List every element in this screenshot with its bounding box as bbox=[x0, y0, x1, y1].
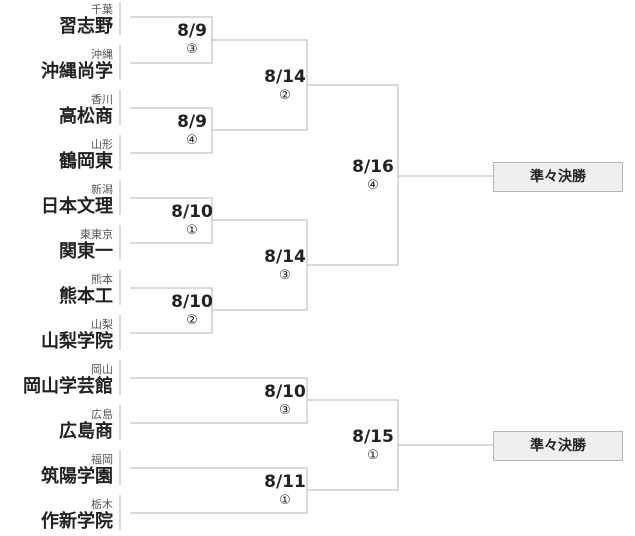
game-number: ① bbox=[279, 493, 291, 508]
game-date: 8/10 bbox=[171, 292, 213, 312]
game-date: 8/15 bbox=[352, 427, 394, 447]
team-entry: 福岡 筑陽学園 bbox=[41, 453, 113, 488]
game-date: 8/16 bbox=[352, 157, 394, 177]
team-prefecture: 千葉 bbox=[91, 3, 113, 16]
team-prefecture: 山形 bbox=[91, 138, 113, 151]
team-prefecture: 福岡 bbox=[91, 453, 113, 466]
team-entry: 新潟 日本文理 bbox=[41, 183, 113, 218]
team-name: 鶴岡東 bbox=[59, 151, 113, 172]
game-date: 8/9 bbox=[177, 21, 207, 41]
team-prefecture: 広島 bbox=[91, 408, 113, 421]
team-name: 習志野 bbox=[59, 16, 113, 37]
team-name: 熊本工 bbox=[59, 286, 113, 307]
team-prefecture: 岡山 bbox=[91, 363, 113, 376]
team-entry: 熊本 熊本工 bbox=[59, 273, 113, 308]
team-name: 広島商 bbox=[59, 421, 113, 442]
team-prefecture: 東東京 bbox=[80, 228, 113, 241]
team-name: 日本文理 bbox=[41, 196, 113, 217]
team-name: 作新学院 bbox=[41, 511, 113, 532]
game-number: ④ bbox=[367, 178, 379, 193]
result-box-bottom: 準々決勝 bbox=[493, 431, 623, 461]
game-number: ② bbox=[186, 313, 198, 328]
team-name: 岡山学芸館 bbox=[23, 376, 113, 397]
team-name: 関東一 bbox=[59, 241, 113, 262]
team-name: 沖縄尚学 bbox=[41, 61, 113, 82]
game-number: ③ bbox=[279, 403, 291, 418]
game-number: ① bbox=[186, 223, 198, 238]
game-date: 8/9 bbox=[177, 112, 207, 132]
game-number: ③ bbox=[279, 268, 291, 283]
team-name: 山梨学院 bbox=[41, 331, 113, 352]
team-prefecture: 沖縄 bbox=[91, 48, 113, 61]
game-number: ② bbox=[279, 88, 291, 103]
team-name: 高松商 bbox=[59, 106, 113, 127]
team-entry: 沖縄 沖縄尚学 bbox=[41, 48, 113, 83]
team-entry: 山梨 山梨学院 bbox=[41, 318, 113, 353]
result-box-top: 準々決勝 bbox=[493, 162, 623, 192]
team-entry: 山形 鶴岡東 bbox=[59, 138, 113, 173]
team-prefecture: 熊本 bbox=[91, 273, 113, 286]
game-date: 8/14 bbox=[264, 247, 306, 267]
team-prefecture: 香川 bbox=[91, 93, 113, 106]
game-number: ① bbox=[367, 448, 379, 463]
team-entry: 広島 広島商 bbox=[59, 408, 113, 443]
team-entry: 東東京 関東一 bbox=[59, 228, 113, 263]
game-date: 8/10 bbox=[264, 382, 306, 402]
game-date: 8/10 bbox=[171, 202, 213, 222]
team-prefecture: 山梨 bbox=[91, 318, 113, 331]
team-name: 筑陽学園 bbox=[41, 466, 113, 487]
team-prefecture: 新潟 bbox=[91, 183, 113, 196]
game-number: ③ bbox=[186, 42, 198, 57]
team-entry: 岡山 岡山学芸館 bbox=[23, 363, 113, 398]
team-entry: 栃木 作新学院 bbox=[41, 498, 113, 533]
team-prefecture: 栃木 bbox=[91, 498, 113, 511]
game-date: 8/14 bbox=[264, 67, 306, 87]
game-number: ④ bbox=[186, 133, 198, 148]
game-date: 8/11 bbox=[264, 472, 306, 492]
team-entry: 千葉 習志野 bbox=[59, 3, 113, 38]
team-entry: 香川 高松商 bbox=[59, 93, 113, 128]
